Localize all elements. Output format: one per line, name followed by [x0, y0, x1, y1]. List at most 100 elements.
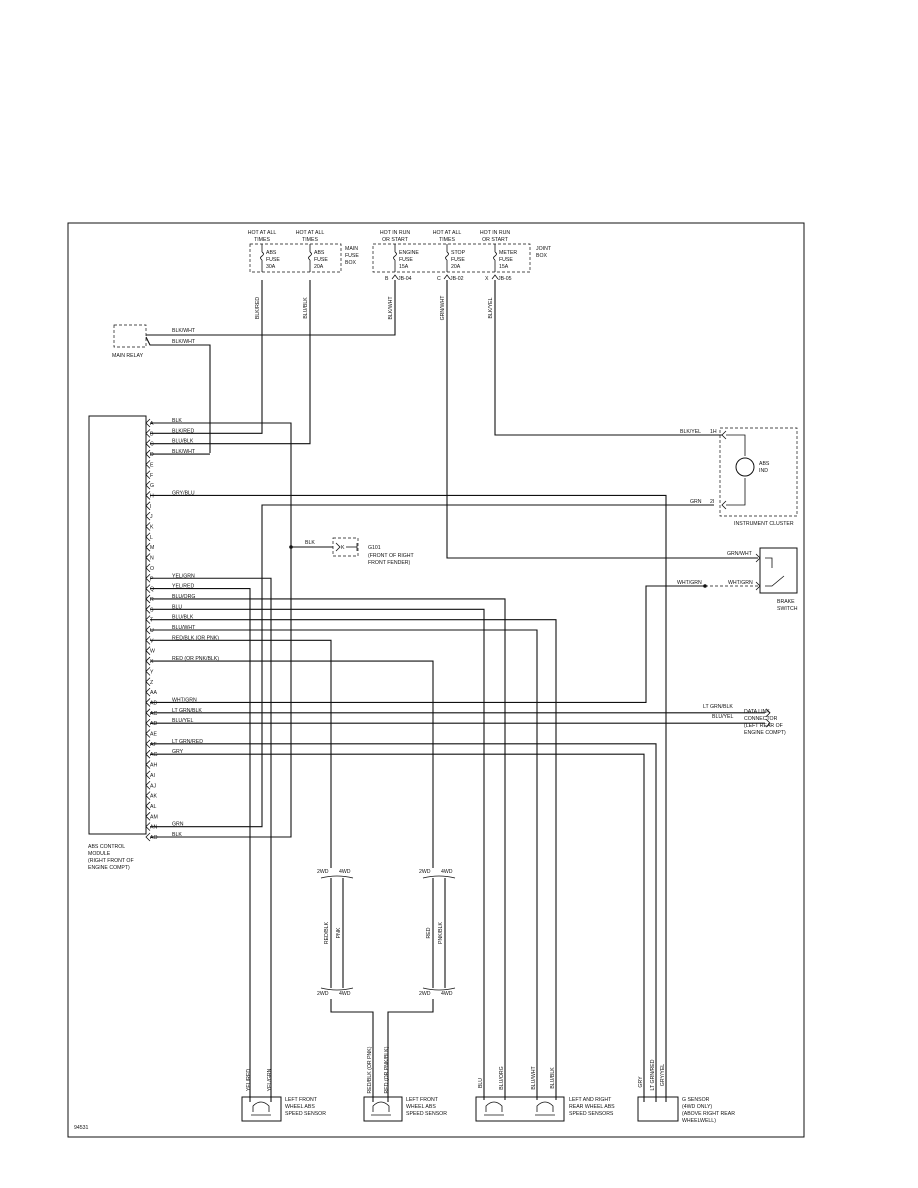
- sensor-wire-color: RED/BLK (OR PNK): [367, 1046, 373, 1093]
- module-pin-w: W: [150, 649, 155, 655]
- wire-red-to-sensor: [387, 999, 434, 1102]
- dlc-label: DATA LINK: [744, 709, 770, 715]
- abs-indicator-label: ABS: [759, 461, 770, 467]
- module-pin-mark: [145, 801, 151, 811]
- module-pin-mark: [145, 584, 151, 593]
- brake-switch-box: [759, 547, 798, 594]
- sensor-wire-color: RED (OR PNK/BLK): [384, 1046, 390, 1093]
- module-pin-mark: [145, 418, 151, 428]
- wire-blk-wht-relay: [145, 336, 211, 453]
- fuse-name-label: FUSE: [314, 257, 328, 263]
- main-fuse-box-label: FUSE: [345, 253, 359, 259]
- module-wire-color: BLU/WHT: [172, 625, 196, 631]
- module-wire-color: WHT/GRN: [172, 697, 197, 703]
- fuse-hot-label: TIMES: [439, 237, 455, 243]
- module-pin-mark: [145, 698, 151, 707]
- sensor-label: LEFT AND RIGHT: [569, 1097, 612, 1103]
- module-pin-mark: [145, 749, 151, 759]
- ground-description: (FRONT OF RIGHT: [368, 553, 415, 559]
- cluster-wire-color: BLK/YEL: [680, 429, 701, 435]
- jb-connector-mark: [443, 274, 451, 280]
- module-wire-color: BLK/WHT: [172, 449, 196, 455]
- module-pin-o: O: [150, 566, 154, 572]
- module-pin-s: S: [150, 607, 154, 613]
- cluster-pin-label: 1H: [710, 429, 717, 435]
- fuse-name-label: 20A: [451, 264, 461, 270]
- wire-red: [150, 660, 434, 868]
- fuse-hot-label: OR START: [382, 237, 409, 243]
- module-pin-mark: [145, 832, 151, 842]
- jb-connector-mark: [391, 274, 399, 280]
- module-pin-mark: [145, 522, 151, 531]
- top-wire-color: BLU/BLK: [303, 297, 309, 319]
- cluster-pin-mark: [721, 500, 727, 510]
- module-pin-af: AF: [150, 742, 157, 748]
- module-wire-color: BLU/YEL: [172, 718, 193, 724]
- jb-pin-label: B: [385, 276, 389, 282]
- fuse-name-label: FUSE: [499, 257, 513, 263]
- drive-2wd-label: 2WD: [317, 869, 329, 875]
- top-wire-color: GRN/WHT: [440, 295, 446, 321]
- top-wire-color: BLK/WHT: [388, 296, 394, 320]
- drive-connector-top: [422, 875, 456, 879]
- jb-pin-label: C: [437, 276, 441, 282]
- module-pin-mark: [145, 822, 151, 831]
- sensor-wire-color: GRY: [638, 1076, 644, 1088]
- wire-blk-red: [150, 280, 263, 434]
- sensor-label: (4WD ONLY): [682, 1104, 712, 1110]
- brake-switch-label: BRAKE: [777, 599, 795, 605]
- module-pin-mark: [145, 563, 151, 573]
- module-wire-color: GRY: [172, 749, 184, 755]
- module-pin-mark: [145, 491, 151, 500]
- fuse-name-label: FUSE: [451, 257, 465, 263]
- drive-2wd-label: 2WD: [317, 991, 329, 997]
- module-pin-h: H: [150, 493, 154, 499]
- fuse-hot-label: TIMES: [302, 237, 318, 243]
- fuse-name-label: 15A: [499, 264, 509, 270]
- module-pin-mark: [145, 532, 151, 542]
- joint-box-label: JOINT: [536, 246, 552, 252]
- sensor-label: G SENSOR: [682, 1097, 710, 1103]
- brake-wire-color: GRN/WHT: [727, 551, 753, 557]
- module-wire-color: BLK: [172, 832, 182, 838]
- module-pin-mark: [145, 470, 151, 480]
- abs-module-label: MODULE: [88, 851, 111, 857]
- jb-connector-label: JB-04: [398, 276, 412, 282]
- relay-wire-color: BLK/WHT: [172, 328, 196, 334]
- top-wire-color: BLK/YEL: [488, 297, 494, 318]
- wire-blk-wht-engine-fuse: [146, 280, 396, 336]
- abs-module-label: ABS CONTROL: [88, 844, 125, 850]
- wire-blu-blk: [150, 280, 311, 445]
- module-pin-g: G: [150, 483, 154, 489]
- module-pin-ad: AD: [150, 721, 157, 727]
- sensor-wire-color: GRY/YEL: [660, 1064, 666, 1087]
- instrument-cluster-box: [719, 427, 798, 517]
- sensor-coil: [536, 1101, 554, 1112]
- module-wire-color: GRN: [172, 822, 184, 828]
- module-pin-mark: [145, 677, 151, 687]
- module-pin-mark: [145, 667, 151, 676]
- module-pin-mark: [145, 760, 151, 769]
- module-wire-color: BLU: [172, 604, 182, 610]
- brake-switch-label: SWITCH: [777, 606, 798, 612]
- abs-indicator-label: IND: [759, 468, 768, 474]
- drive-4wd-label: 4WD: [339, 869, 351, 875]
- module-pin-f: F: [150, 473, 153, 479]
- module-pin-n: N: [150, 556, 154, 562]
- module-wire-color: GRY/BLU: [172, 490, 195, 496]
- sensor-wire-color: YEL/RED: [246, 1069, 252, 1091]
- fuse-hot-label: HOT AT ALL: [296, 230, 325, 236]
- main-fuse-box: [249, 243, 342, 273]
- ground-connector-mark: [335, 542, 341, 552]
- module-pin-mark: [145, 429, 151, 438]
- module-pin-mark: [145, 646, 151, 655]
- module-pin-ai: AI: [150, 773, 155, 779]
- module-pin-mark: [145, 625, 151, 635]
- module-pin-mark: [145, 594, 151, 604]
- wire-grn-cluster: [150, 504, 714, 828]
- drive-connector-bottom: [320, 987, 354, 991]
- module-pin-mark: [145, 739, 151, 749]
- cluster-pin-label: 2I: [710, 499, 714, 505]
- module-pin-ab: AB: [150, 700, 157, 706]
- fuse-symbol: [260, 251, 264, 261]
